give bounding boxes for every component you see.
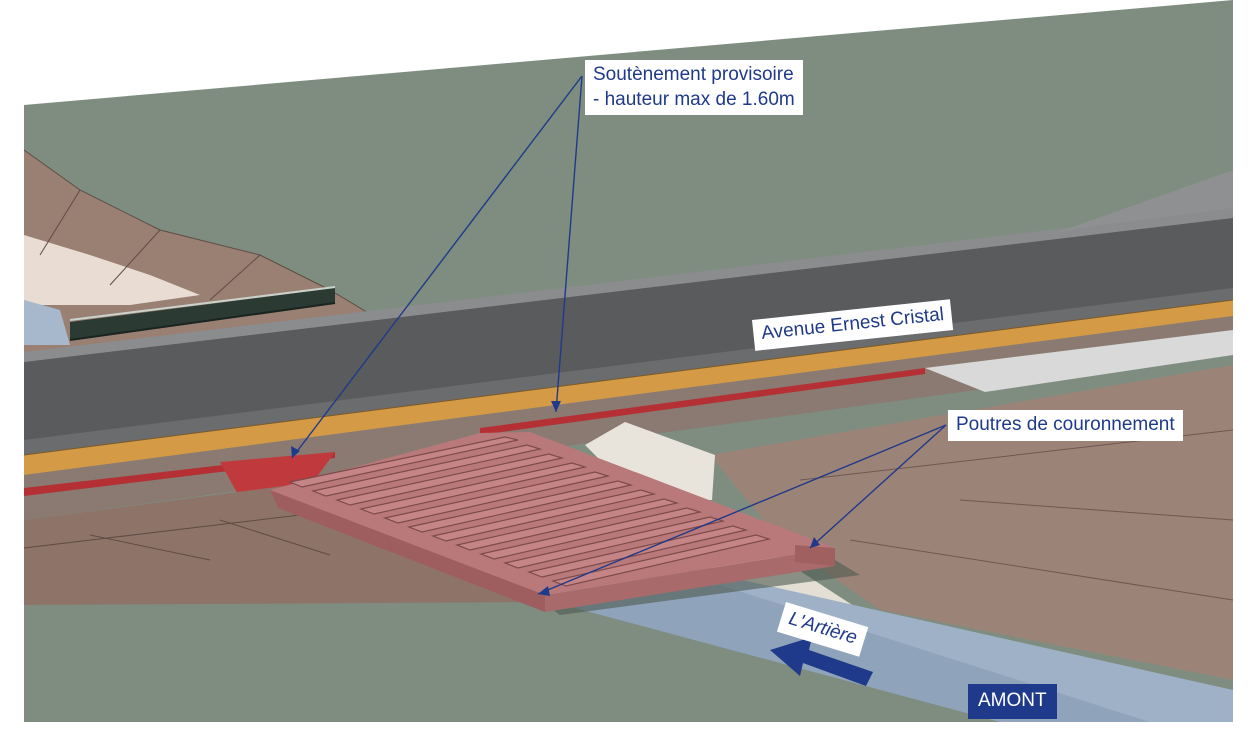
leader-lines: [291, 75, 947, 595]
left-water-patch: [24, 300, 70, 345]
lower-slope-edges: [23, 514, 331, 561]
road-top-edge: [24, 208, 1233, 362]
orange-strip-edge: [23, 299, 1234, 456]
crown-beams-label: Poutres de couronnement: [948, 410, 1183, 441]
road-ramp: [925, 330, 1233, 392]
abutment-white: [585, 422, 715, 500]
retaining-wall-label-line2: - hauteur max de 1.60m: [593, 88, 795, 110]
arrow-left-icon: [770, 637, 873, 686]
leader-arrowheads: [291, 401, 820, 596]
road-surface: [24, 215, 1233, 460]
deck-end-beam: [795, 545, 835, 566]
pavement: [24, 316, 1233, 520]
upstream-label: AMONT: [968, 684, 1057, 719]
right-upper-slope: [1050, 170, 1233, 235]
crown-beams: [287, 436, 772, 587]
railing-icon: [69, 286, 336, 341]
left-embankment-lit: [24, 235, 200, 305]
retaining-wall-label-line1: Soutènement provisoire: [593, 64, 794, 85]
orange-strip: [24, 300, 1233, 475]
left-embankment-edges: [23, 149, 381, 321]
right-lower-slope: [710, 365, 1233, 680]
deck-front-face: [270, 490, 545, 612]
deck-side-face: [545, 548, 835, 612]
retaining-wall-label: Soutènement provisoire - hauteur max de …: [585, 60, 803, 116]
retaining-strip-right: [480, 368, 925, 435]
